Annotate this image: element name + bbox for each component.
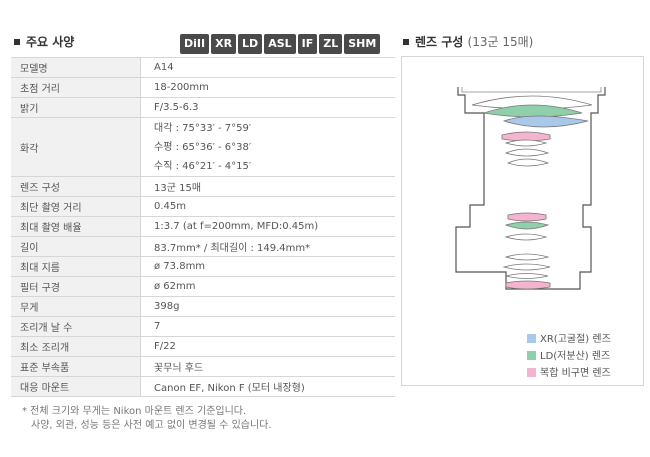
table-row: 필터 구경 ø 62mm: [11, 276, 395, 297]
badge-shm: SHM: [344, 34, 381, 54]
table-row: 렌즈 구성 13군 15매: [11, 176, 395, 197]
badge-zl: ZL: [319, 34, 343, 54]
lens-title-text: 렌즈 구성: [415, 35, 464, 49]
legend-label: XR(고굴절) 렌즈: [540, 334, 611, 345]
spec-value-fov: 대각 : 75°33′ - 7°59′ 수평 : 65°36′ - 6°38′ …: [140, 117, 395, 177]
lens-element-2: [504, 139, 548, 147]
lens-subtitle: (13군 15매): [467, 35, 534, 49]
fov-diagonal: 대각 : 75°33′ - 7°59′: [154, 122, 252, 134]
spec-title-text: 주요 사양: [26, 35, 75, 49]
legend-item-asph: 복합 비구면 렌즈: [527, 364, 611, 379]
legend-label: LD(저분산) 렌즈: [540, 351, 611, 362]
table-row: 최단 촬영 거리 0.45m: [11, 196, 395, 217]
spec-table: 모델명 A14 초점 거리 18-200mm 밝기 F/3.5-6.3 화각 대…: [11, 57, 395, 397]
spec-value: F/22: [140, 336, 395, 357]
spec-label: 밝기: [11, 97, 141, 118]
spec-value: 398g: [140, 296, 395, 317]
lens-element-7: [502, 263, 551, 271]
asph-swatch-icon: [527, 367, 536, 377]
fov-horizontal: 수평 : 65°36′ - 6°38′: [154, 141, 252, 153]
spec-label: 렌즈 구성: [11, 176, 141, 197]
badge-di2: DiII: [180, 34, 210, 54]
lens-element-asph-2: [507, 212, 547, 222]
lens-element-ld-2: [504, 221, 550, 230]
spec-value: 18-200mm: [140, 77, 395, 98]
spec-label: 최대 지름: [11, 256, 141, 277]
table-row: 최대 촬영 배율 1:3.7 (at f=200mm, MFD:0.45m): [11, 216, 395, 237]
table-row: 표준 부속품 꽃무늬 후드: [11, 356, 395, 377]
xr-swatch-icon: [527, 333, 536, 343]
table-row: 모델명 A14: [11, 57, 395, 78]
lens-element-asph-3: [505, 280, 551, 290]
badge-ld: LD: [238, 34, 263, 54]
barrel-outline-top: [455, 87, 606, 290]
spec-label: 초점 거리: [11, 77, 141, 98]
legend-label: 복합 비구면 렌즈: [540, 368, 611, 379]
lens-element-5: [504, 233, 548, 241]
spec-value: A14: [140, 57, 395, 78]
legend-item-ld: LD(저분산) 렌즈: [527, 347, 610, 362]
spec-label: 최단 촬영 거리: [11, 196, 141, 217]
spec-value: 꽃무늬 후드: [140, 356, 395, 377]
footnote-size-weight: * 전체 크기와 무게는 Nikon 마운트 렌즈 기준입니다.: [22, 406, 247, 417]
lens-element-6: [504, 253, 550, 261]
feature-badges: DiII XR LD ASL IF ZL SHM: [180, 34, 381, 54]
lens-element-8: [505, 273, 549, 279]
lens-element-xr-1: [502, 115, 589, 128]
table-row: 길이 83.7mm* / 최대길이 : 149.4mm*: [11, 236, 395, 257]
table-row: 초점 거리 18-200mm: [11, 77, 395, 98]
spec-value: F/3.5-6.3: [140, 97, 395, 118]
spec-label: 무게: [11, 296, 141, 317]
spec-value: 13군 15매: [140, 176, 395, 197]
spec-value: ø 62mm: [140, 276, 395, 297]
lens-diagram-box: [401, 56, 644, 386]
table-row: 밝기 F/3.5-6.3: [11, 97, 395, 118]
spec-value: 83.7mm* / 최대길이 : 149.4mm*: [140, 236, 395, 257]
spec-value: 0.45m: [140, 196, 395, 217]
spec-value: ø 73.8mm: [140, 256, 395, 277]
badge-if: IF: [297, 34, 318, 54]
square-bullet-icon: [14, 38, 20, 45]
spec-label: 최소 조리개: [11, 336, 141, 357]
spec-label: 필터 구경: [11, 276, 141, 297]
lens-section-title: 렌즈 구성 (13군 15매): [403, 33, 533, 50]
spec-label: 모델명: [11, 57, 141, 78]
lens-element-4: [506, 158, 550, 167]
badge-xr: XR: [211, 34, 237, 54]
fov-vertical: 수직 : 46°21′ - 4°15′: [154, 160, 252, 172]
table-row: 조리개 날 수 7: [11, 316, 395, 337]
table-row: 최대 지름 ø 73.8mm: [11, 256, 395, 277]
spec-section-title: 주요 사양: [14, 33, 74, 50]
lens-element-3: [504, 148, 550, 157]
spec-label: 표준 부속품: [11, 356, 141, 377]
lens-element-asph-1: [501, 131, 551, 142]
barrel-inner-line: [461, 87, 602, 93]
lens-element-ld-1: [483, 104, 583, 118]
spec-label: 최대 촬영 배율: [11, 216, 141, 237]
badge-asl: ASL: [264, 34, 296, 54]
legend-item-xr: XR(고굴절) 렌즈: [527, 330, 611, 345]
ld-swatch-icon: [527, 350, 536, 360]
table-row: 최소 조리개 F/22: [11, 336, 395, 357]
table-row: 무게 398g: [11, 296, 395, 317]
spec-label: 대응 마운트: [11, 376, 141, 397]
spec-value: 1:3.7 (at f=200mm, MFD:0.45m): [140, 216, 395, 237]
table-row: 화각 대각 : 75°33′ - 7°59′ 수평 : 65°36′ - 6°3…: [11, 117, 395, 177]
footnote-spec-change: 사양, 외관, 성능 등은 사전 예고 없이 변경될 수 있습니다.: [31, 420, 272, 431]
spec-label: 조리개 날 수: [11, 316, 141, 337]
spec-value: 7: [140, 316, 395, 337]
square-bullet-icon: [403, 38, 409, 45]
spec-label-fov: 화각: [11, 117, 141, 177]
lens-cross-section-diagram: [455, 87, 606, 290]
table-row: 대응 마운트 Canon EF, Nikon F (모터 내장형): [11, 376, 395, 397]
spec-value: Canon EF, Nikon F (모터 내장형): [140, 376, 395, 397]
spec-label: 길이: [11, 236, 141, 257]
